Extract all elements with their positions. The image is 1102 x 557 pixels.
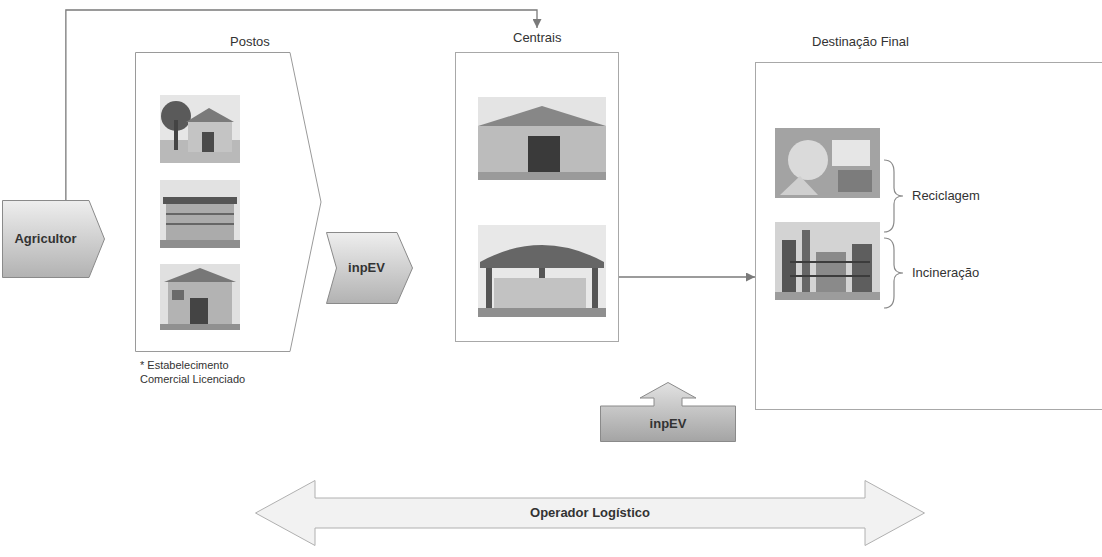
photo <box>478 172 606 180</box>
shape-outline <box>327 233 413 304</box>
photo <box>478 225 606 317</box>
label-slot: Incineração <box>912 265 979 281</box>
photo <box>775 222 880 300</box>
outcome-label: Reciclagem <box>912 188 980 204</box>
flow-connector <box>619 276 755 277</box>
panel-outline <box>455 52 619 342</box>
node-label: Operador Logístico <box>530 505 650 521</box>
photo <box>160 264 240 330</box>
photo <box>592 268 598 308</box>
panel-outline <box>136 53 322 352</box>
photo <box>775 128 880 198</box>
photo <box>478 97 606 180</box>
photo <box>186 108 234 122</box>
photo <box>494 278 586 308</box>
photo <box>852 244 872 292</box>
photo <box>478 97 606 180</box>
stage-panel: Destinação Final <box>755 32 1102 410</box>
photo <box>790 275 870 277</box>
node-label: Centrais <box>513 28 561 46</box>
shape-outline <box>3 201 105 278</box>
photo <box>790 261 870 263</box>
photo <box>172 290 184 300</box>
photo <box>775 222 880 300</box>
photo <box>478 308 606 317</box>
photo <box>174 120 178 150</box>
photo <box>168 282 232 324</box>
photo <box>838 170 872 192</box>
photo <box>486 268 492 308</box>
shape-outline <box>601 383 736 442</box>
photo <box>780 176 818 195</box>
photo <box>188 122 232 152</box>
agent-arrow-shape <box>600 382 736 442</box>
photo <box>160 264 240 330</box>
node-label: Destinação Final <box>812 32 909 50</box>
photo <box>160 95 240 163</box>
span-arrow: Operador Logístico <box>255 480 925 546</box>
photo <box>478 225 606 317</box>
footnote: * Estabelecimento Comercial Licenciado <box>140 358 265 386</box>
brace <box>884 238 903 308</box>
photo <box>832 140 870 166</box>
photo <box>202 132 214 152</box>
photo <box>782 240 796 292</box>
brace <box>884 160 903 308</box>
flow-connector <box>66 10 537 200</box>
label-slot: * Estabelecimento Comercial Licenciado <box>140 358 265 386</box>
stage-panel: Centrais <box>455 28 619 342</box>
brace <box>884 160 903 232</box>
panel-outline <box>135 52 323 352</box>
outcome-label: Incineração <box>912 265 979 281</box>
photo <box>190 298 208 324</box>
node-label: Agricultor <box>14 231 76 247</box>
photo <box>160 180 240 248</box>
photo <box>775 128 880 198</box>
photo <box>166 213 234 215</box>
panel-outline <box>135 52 323 352</box>
photo <box>775 292 880 300</box>
photo <box>528 136 560 172</box>
node-label: Postos <box>230 32 270 50</box>
process-arrow: inpEV <box>326 232 413 304</box>
photo <box>166 204 234 240</box>
label-slot: Reciclagem <box>912 188 980 204</box>
actor-arrow: Agricultor <box>2 200 105 278</box>
photo <box>160 180 240 248</box>
photo <box>166 223 234 225</box>
photo <box>160 324 240 330</box>
photo <box>816 252 846 292</box>
photo <box>163 197 237 204</box>
photo <box>788 140 828 180</box>
panel-outline <box>755 62 1102 410</box>
photo <box>478 106 606 126</box>
shape-outline <box>256 481 925 546</box>
agent-arrow: inpEV <box>600 382 736 442</box>
photo <box>478 126 606 172</box>
photo <box>160 95 240 163</box>
node-label: inpEV <box>650 416 687 432</box>
photo <box>160 240 240 248</box>
node-label: inpEV <box>348 260 385 276</box>
stage-panel: Postos <box>135 32 323 352</box>
photo <box>480 245 604 268</box>
photo <box>164 268 236 282</box>
